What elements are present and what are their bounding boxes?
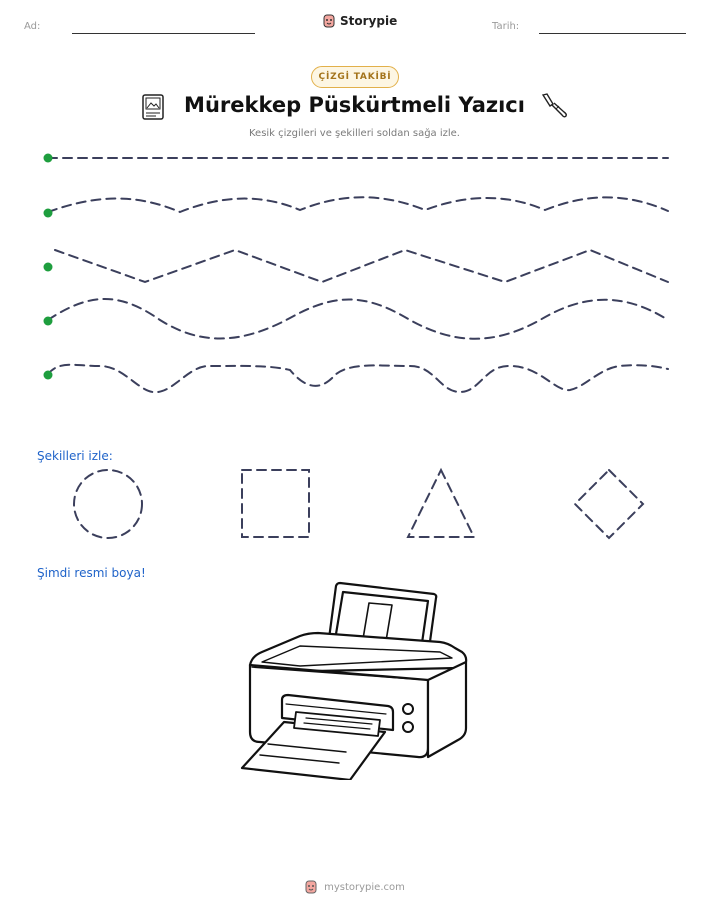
brand-logo: Storypie — [322, 14, 397, 28]
page-title: Mürekkep Püskürtmeli Yazıcı — [184, 93, 525, 117]
picture-frame-icon — [142, 94, 164, 120]
gentle-wave-trace-line — [47, 196, 669, 214]
coloring-section-label: Şimdi resmi boya! — [37, 566, 146, 580]
date-label: Tarih: — [492, 21, 520, 32]
dashed-circle — [73, 469, 143, 539]
storypie-mascot-icon — [323, 14, 335, 28]
date-field[interactable] — [539, 33, 686, 34]
instructions-text: Kesik çizgileri ve şekilleri soldan sağa… — [248, 128, 460, 139]
screwdriver-icon — [541, 93, 567, 118]
name-field[interactable] — [72, 33, 255, 34]
storypie-mascot-icon — [305, 880, 317, 894]
dashed-square — [241, 469, 310, 538]
footer: mystorypie.com — [0, 880, 709, 894]
footer-website[interactable]: mystorypie.com — [324, 881, 405, 893]
zigzag-trace-line — [54, 248, 669, 284]
start-dot — [43, 316, 53, 326]
curvy-wave-trace-line — [47, 363, 669, 394]
brand-name: Storypie — [340, 14, 398, 28]
category-badge: ÇİZGİ TAKİBİ — [311, 66, 399, 88]
dashed-diamond — [573, 468, 645, 540]
start-dot — [43, 262, 53, 272]
printer-illustration — [240, 581, 468, 780]
shapes-row — [73, 467, 645, 540]
shapes-section-label: Şekilleri izle: — [37, 449, 113, 463]
start-dot — [43, 370, 53, 380]
start-dot — [43, 208, 53, 218]
tracing-lines — [43, 153, 669, 394]
start-dot — [43, 153, 53, 163]
dashed-triangle — [406, 467, 476, 538]
name-label: Ad: — [24, 21, 41, 32]
wave-trace-line — [47, 298, 669, 340]
